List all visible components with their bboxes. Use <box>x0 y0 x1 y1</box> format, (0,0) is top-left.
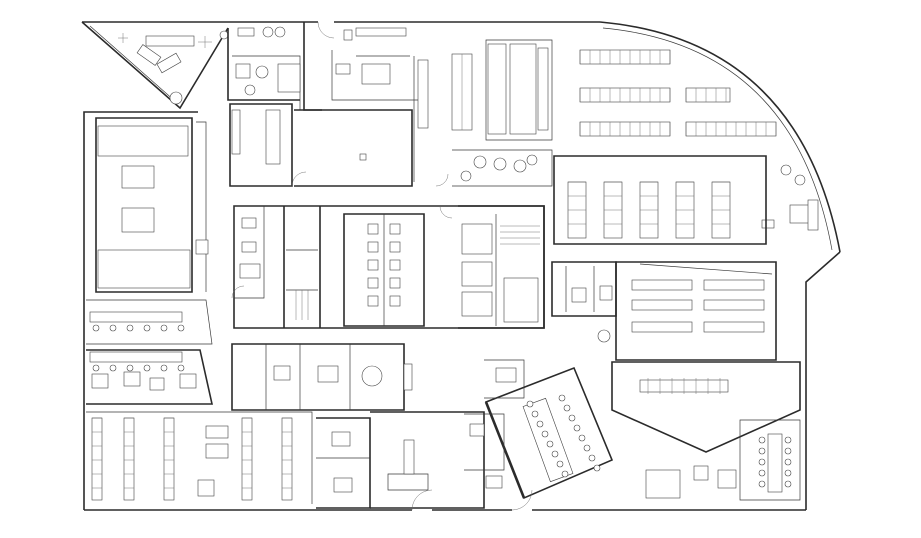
triangle-lounge <box>118 27 255 105</box>
desk-row <box>89 351 183 363</box>
chair <box>758 436 766 444</box>
training-room <box>553 155 767 245</box>
desk-row <box>579 121 671 137</box>
desk-row <box>579 49 671 65</box>
chair <box>177 364 185 372</box>
open-office-north-east <box>579 49 819 231</box>
desk-column <box>123 417 135 501</box>
east-classroom <box>551 261 777 361</box>
desk-pair <box>631 321 693 333</box>
chair <box>143 324 151 332</box>
chair <box>784 458 792 466</box>
large-conference-west <box>95 117 209 293</box>
desk-pair <box>703 299 765 311</box>
chair <box>160 364 168 372</box>
north-middle-desks <box>413 39 553 182</box>
fixture <box>389 277 401 289</box>
chair <box>126 324 134 332</box>
fixture <box>389 259 401 271</box>
chair <box>578 434 586 442</box>
fixture <box>367 241 379 253</box>
desk-column <box>163 417 175 501</box>
chair <box>784 480 792 488</box>
chair <box>758 469 766 477</box>
chair <box>92 324 100 332</box>
chair <box>784 447 792 455</box>
chair <box>177 324 185 332</box>
open-office-south-west <box>86 299 313 504</box>
boardroom <box>484 359 614 500</box>
chair <box>784 469 792 477</box>
chair <box>536 420 544 428</box>
desk-pair <box>631 279 693 291</box>
desk-pair <box>631 299 693 311</box>
chair <box>160 324 168 332</box>
chair <box>583 444 591 452</box>
desk-column <box>281 417 293 501</box>
chair <box>573 424 581 432</box>
chair <box>593 464 601 472</box>
chair <box>568 414 576 422</box>
fixture <box>367 259 379 271</box>
chair <box>143 364 151 372</box>
desk-row <box>89 311 183 323</box>
exterior-walls <box>81 21 841 511</box>
chair <box>784 436 792 444</box>
chair <box>758 480 766 488</box>
chair <box>558 394 566 402</box>
fixture <box>367 277 379 289</box>
south-meeting-rooms <box>231 343 413 509</box>
door-swings <box>231 21 533 511</box>
restrooms <box>343 213 425 327</box>
desk-row <box>685 87 731 103</box>
chair <box>758 447 766 455</box>
chair <box>531 410 539 418</box>
chair <box>561 470 569 478</box>
chair <box>109 364 117 372</box>
chair <box>541 430 549 438</box>
fixture <box>389 241 401 253</box>
desk-pair <box>703 321 765 333</box>
chair <box>109 324 117 332</box>
chair <box>92 364 100 372</box>
chair <box>588 454 596 462</box>
chair <box>546 440 554 448</box>
fixture <box>389 295 401 307</box>
fixture <box>367 223 379 235</box>
chair <box>563 404 571 412</box>
chair <box>758 458 766 466</box>
fixture <box>389 223 401 235</box>
angled-conference <box>611 361 801 501</box>
reception <box>370 411 505 509</box>
north-small-rooms <box>227 22 420 111</box>
desk-column <box>91 417 103 501</box>
stairs-elevators <box>452 149 553 329</box>
fixture <box>367 295 379 307</box>
desk-row <box>685 121 777 137</box>
chair <box>551 450 559 458</box>
chair <box>126 364 134 372</box>
desk-pair <box>703 279 765 291</box>
chair <box>526 400 534 408</box>
central-core <box>229 103 545 329</box>
chair <box>556 460 564 468</box>
desk-row <box>579 87 671 103</box>
desk-column <box>241 417 253 501</box>
